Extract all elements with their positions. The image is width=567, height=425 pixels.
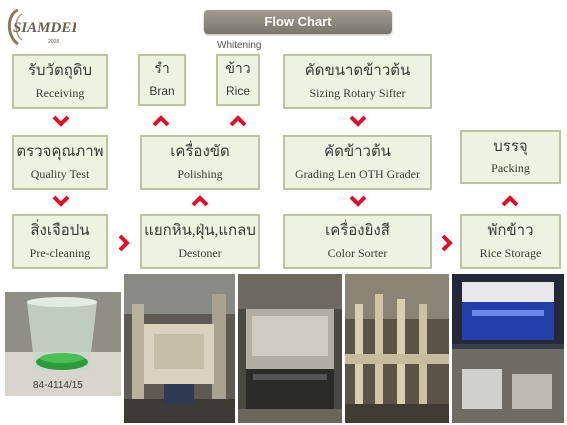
- receiving-en: Receiving: [35, 85, 85, 100]
- bran-en: Bran: [149, 84, 175, 99]
- box-quality-test: ตรวจคุณภาพ Quality Test: [12, 135, 108, 190]
- box-precleaning: สิ่งเจือปน Pre-cleaning: [12, 214, 108, 269]
- logo-year: 2008: [48, 39, 59, 45]
- grading-th: คัดข้าวต้น: [324, 144, 391, 161]
- box-rice: ข้าว Rice: [216, 54, 260, 106]
- box-polishing: เครื่องขัด Polishing: [140, 135, 260, 190]
- photo-sorting-tubes: [345, 274, 449, 423]
- arrow-down-receiving-quality: [52, 115, 70, 127]
- polishing-th: เครื่องขัด: [170, 144, 230, 161]
- photo-color-sorter-machine: [452, 274, 564, 423]
- box-bran: รำ Bran: [138, 54, 186, 106]
- arrow-right-precleaning-destoner: [118, 234, 130, 252]
- photo-rice-sample-cup: 84-4114/15: [5, 292, 121, 396]
- flow-chart-title: Flow Chart: [204, 10, 392, 34]
- arrow-up-polishing-rice: [229, 115, 247, 127]
- arrow-down-grading-color: [349, 195, 367, 207]
- packing-th: บรรจุ: [493, 138, 528, 155]
- box-packing: บรรจุ Packing: [460, 130, 561, 184]
- arrow-up-polishing-bran: [152, 115, 170, 127]
- destoner-en: Destoner: [178, 245, 222, 260]
- destoner-th: แยกหิน,ฝุ่น,แกลบ: [144, 223, 256, 240]
- color-en: Color Sorter: [327, 245, 388, 260]
- photo-destoner-machine: [124, 274, 235, 423]
- quality-th: ตรวจคุณภาพ: [16, 144, 104, 161]
- rice-th: ข้าว: [225, 61, 251, 77]
- box-rice-storage: พักข้าว Rice Storage: [460, 214, 561, 269]
- siamdee-logo: SIAMDEE 2008: [7, 8, 76, 46]
- quality-en: Quality Test: [30, 166, 90, 181]
- arrow-up-destoner-polishing: [191, 195, 209, 207]
- rice-en: Rice: [225, 84, 250, 99]
- arrow-up-storage-packing: [501, 195, 519, 207]
- sizing-en: Sizing Rotary Sifter: [309, 85, 406, 100]
- sizing-th: คัดขนาดข้าวต้น: [304, 63, 411, 80]
- sample-label: 84-4114/15: [33, 380, 83, 391]
- precleaning-th: สิ่งเจือปน: [30, 223, 90, 240]
- box-destoner: แยกหิน,ฝุ่น,แกลบ Destoner: [140, 214, 260, 269]
- arrow-right-color-storage: [441, 234, 453, 252]
- storage-th: พักข้าว: [487, 223, 534, 240]
- grading-en: Grading Len OTH Grader: [295, 166, 420, 181]
- receiving-th: รับวัตถุดิบ: [27, 63, 93, 80]
- arrow-down-sizing-grading: [349, 115, 367, 127]
- storage-en: Rice Storage: [479, 245, 542, 260]
- box-grading: คัดข้าวต้น Grading Len OTH Grader: [283, 135, 432, 190]
- arrow-down-quality-precleaning: [52, 195, 70, 207]
- packing-en: Packing: [491, 161, 530, 176]
- box-sizing: คัดขนาดข้าวต้น Sizing Rotary Sifter: [283, 54, 432, 109]
- photo-grader-machine: [238, 274, 342, 423]
- color-th: เครื่องยิงสี: [325, 223, 390, 240]
- precleaning-en: Pre-cleaning: [29, 245, 91, 260]
- bran-th: รำ: [154, 61, 170, 77]
- box-receiving: รับวัตถุดิบ Receiving: [12, 54, 108, 109]
- logo-brand: SIAMDEE: [13, 20, 76, 36]
- polishing-en: Polishing: [177, 166, 223, 181]
- whitening-label: Whitening: [217, 40, 262, 51]
- box-color-sorter: เครื่องยิงสี Color Sorter: [283, 214, 432, 269]
